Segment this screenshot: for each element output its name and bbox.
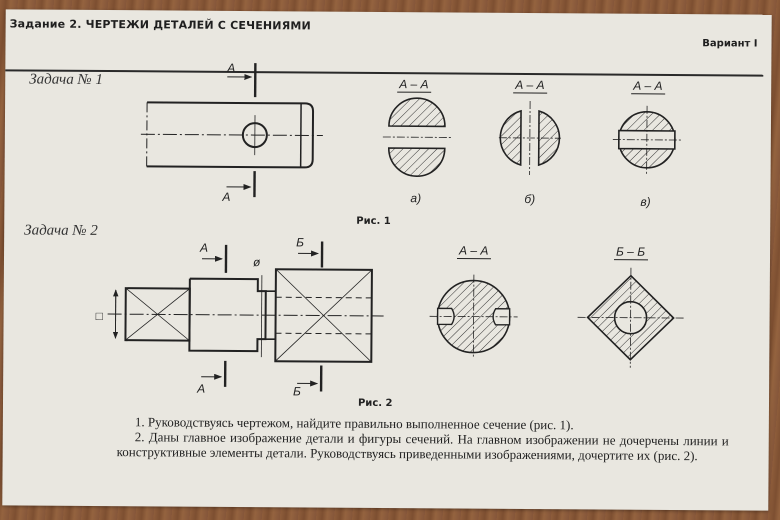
- task1-section-a: А – А а): [382, 77, 451, 205]
- diameter-sign: ø: [253, 255, 261, 269]
- section-b-title: А – А: [514, 78, 544, 92]
- section-a-title: А – А: [398, 77, 428, 91]
- instructions-text: 1. Руководствуясь чертежом, найдите прав…: [117, 414, 729, 463]
- section-a-option: а): [410, 191, 421, 205]
- cut-a-bottom-label: А: [221, 190, 230, 204]
- instruction-2: 2. Даны главное изображение детали и фиг…: [116, 429, 729, 464]
- section-bb-title: Б – Б: [616, 245, 645, 259]
- section-b-option: б): [524, 192, 535, 206]
- task1-section-b: А – А б): [498, 78, 561, 206]
- cut-a2-bottom-label: А: [196, 382, 205, 396]
- task2-section-aa: А – А: [429, 243, 518, 359]
- task2-section-bb: Б – Б: [577, 245, 684, 368]
- cut-b-bottom-label: Б: [293, 384, 301, 398]
- task1-cut-marks: А А: [221, 61, 257, 204]
- task1-main-view: [140, 101, 323, 169]
- technical-drawings: А А А – А а) А – А б) А – А: [96, 61, 684, 398]
- task1-section-v: А – А в): [612, 79, 681, 209]
- cut-b-top-label: Б: [296, 235, 304, 249]
- worksheet-card: Задание 2. ЧЕРТЕЖИ ДЕТАЛЕЙ С СЕЧЕНИЯМИ В…: [2, 9, 772, 511]
- square-sign: □: [96, 309, 103, 323]
- task2-cut-marks: А А Б Б: [196, 235, 324, 398]
- section-v-option: в): [640, 195, 650, 209]
- task2-main-view: □ ø: [96, 255, 384, 363]
- section-v-title: А – А: [632, 79, 662, 93]
- cut-a2-top-label: А: [199, 241, 208, 255]
- section-aa-title: А – А: [458, 243, 488, 257]
- cut-a-top-label: А: [226, 61, 235, 75]
